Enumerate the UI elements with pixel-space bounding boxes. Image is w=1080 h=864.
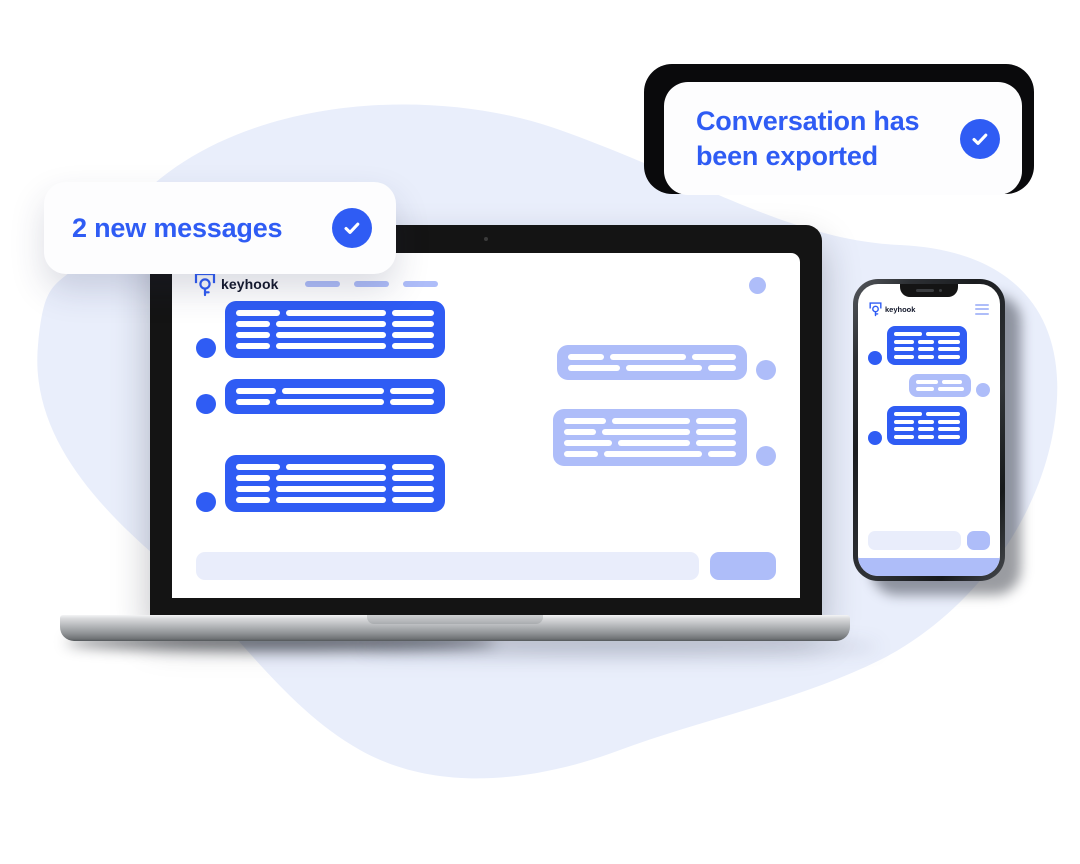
- chat-message-row: [553, 409, 776, 466]
- chat-message-row: [196, 379, 445, 414]
- message-composer: [196, 552, 776, 580]
- nav-link-3[interactable]: [402, 281, 438, 287]
- phone-screen: keyhook: [858, 284, 1000, 576]
- chat-bubble-incoming[interactable]: [225, 455, 445, 512]
- chat-bubble-outgoing[interactable]: [553, 409, 747, 466]
- notification-card-new-messages[interactable]: 2 new messages: [44, 182, 396, 274]
- phone-app-logo-text: keyhook: [885, 304, 916, 314]
- nav-placeholder-links[interactable]: [304, 281, 438, 287]
- avatar: [868, 430, 882, 445]
- chat-message-row: [557, 345, 776, 380]
- check-circle-icon: [960, 118, 1000, 159]
- speaker-icon: [915, 289, 934, 292]
- laptop-base: [60, 615, 850, 641]
- notification-text: Conversation has been exported: [696, 106, 920, 171]
- chat-bubble-outgoing[interactable]: [557, 345, 747, 380]
- avatar: [976, 383, 990, 397]
- phone-chat-thread: [858, 317, 1000, 445]
- phone-notch: [900, 284, 958, 297]
- avatar: [196, 492, 216, 512]
- phone-device: keyhook: [853, 279, 1021, 595]
- front-camera-icon: [938, 288, 943, 293]
- chat-bubble-incoming[interactable]: [887, 326, 967, 365]
- nav-link-2[interactable]: [353, 281, 389, 287]
- phone-app-logo[interactable]: keyhook: [869, 301, 915, 317]
- phone-body: keyhook: [853, 279, 1005, 581]
- laptop-screen: keyhook: [172, 253, 800, 598]
- laptop-drop-shadow-soft: [360, 641, 880, 653]
- avatar: [756, 360, 776, 380]
- app-header: keyhook: [172, 253, 800, 297]
- chat-bubble-incoming[interactable]: [225, 301, 445, 358]
- header-status-dot[interactable]: [749, 277, 766, 294]
- nav-link-1[interactable]: [304, 281, 340, 287]
- avatar: [868, 350, 882, 365]
- chat-message-row: [868, 373, 990, 397]
- notification-text: 2 new messages: [72, 212, 283, 243]
- chat-message-row: [868, 406, 990, 445]
- phone-message-input[interactable]: [868, 531, 961, 550]
- app-logo[interactable]: keyhook: [194, 271, 279, 297]
- phone-send-button[interactable]: [967, 531, 990, 550]
- menu-bar-2: [975, 308, 989, 310]
- message-input[interactable]: [196, 552, 699, 580]
- phone-message-composer: [868, 531, 990, 550]
- avatar: [196, 338, 216, 358]
- app-logo-text: keyhook: [221, 276, 279, 292]
- send-button[interactable]: [710, 552, 776, 580]
- hamburger-menu-icon[interactable]: [975, 303, 989, 315]
- chat-bubble-incoming[interactable]: [225, 379, 445, 414]
- chat-message-row: [196, 455, 445, 512]
- phone-app-header: keyhook: [858, 284, 1000, 317]
- chat-bubble-outgoing[interactable]: [909, 373, 971, 397]
- laptop-lid: keyhook: [150, 225, 822, 620]
- laptop-device: keyhook: [60, 225, 880, 655]
- phone-bottom-bar: [858, 558, 1000, 576]
- keyhook-key-logo-icon: [194, 272, 216, 297]
- chat-message-row: [868, 326, 990, 365]
- menu-bar-3: [975, 312, 989, 315]
- avatar: [756, 446, 776, 466]
- keyhook-key-logo-icon: [869, 302, 882, 317]
- notification-card-conversation-exported[interactable]: Conversation has been exported: [664, 82, 1022, 195]
- check-circle-icon: [332, 208, 372, 248]
- menu-bar-1: [975, 303, 989, 306]
- chat-bubble-incoming[interactable]: [887, 406, 967, 445]
- chat-message-row: [196, 301, 445, 358]
- avatar: [196, 394, 216, 414]
- laptop-camera-icon: [484, 237, 488, 241]
- chat-thread: [172, 297, 800, 545]
